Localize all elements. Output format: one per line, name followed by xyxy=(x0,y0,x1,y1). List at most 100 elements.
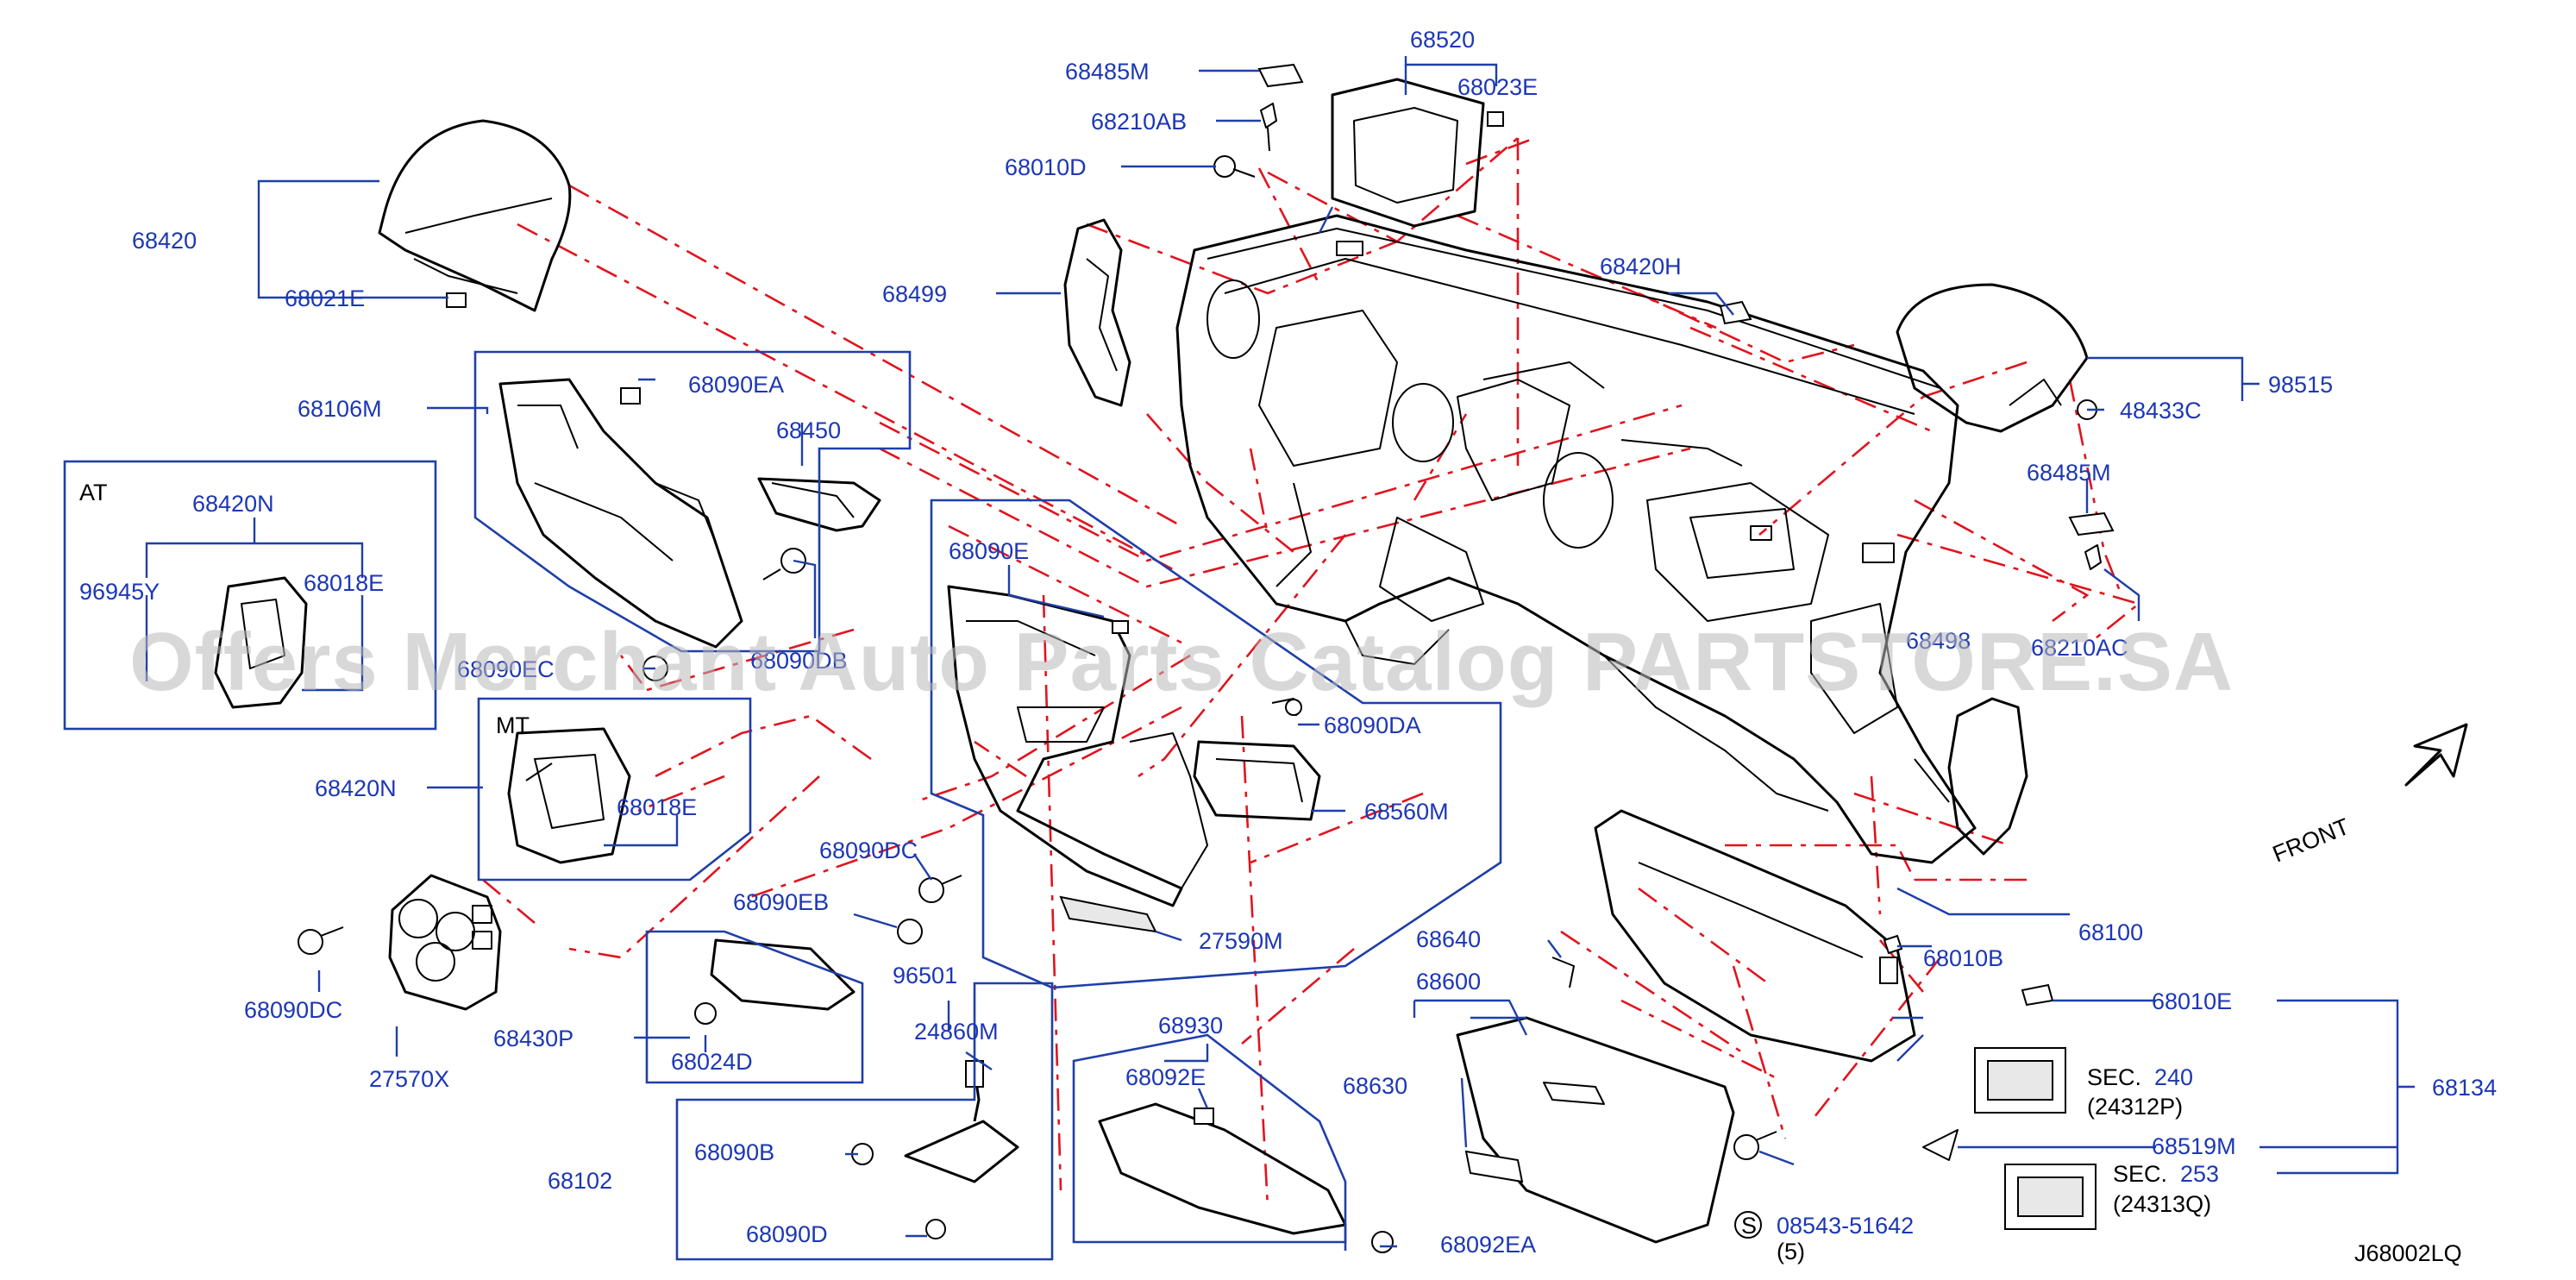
at-finisher xyxy=(214,576,308,709)
glove-box-frame xyxy=(1594,809,1916,1063)
label-68498: 68498 xyxy=(1906,628,1971,654)
group-boxes xyxy=(63,350,1502,1261)
label-68485M-top: 68485M xyxy=(1065,59,1150,85)
lower-cover-68930 xyxy=(1098,1102,1347,1235)
leader-lines xyxy=(145,56,2415,1248)
label-68210AB: 68210AB xyxy=(1091,109,1187,135)
label-68090B: 68090B xyxy=(694,1139,774,1165)
label-68021E: 68021E xyxy=(285,285,365,311)
label-68090D: 68090D xyxy=(746,1221,828,1247)
screw-68210AB xyxy=(1260,103,1277,152)
screw-68090DC-left xyxy=(298,926,344,955)
label-68430P: 68430P xyxy=(493,1026,573,1051)
label-68090E: 68090E xyxy=(949,538,1029,564)
label-at: AT xyxy=(79,480,108,505)
clip-68092EA xyxy=(1371,1231,1394,1253)
label-68600: 68600 xyxy=(1416,969,1481,995)
label-68090EC: 68090EC xyxy=(457,656,555,682)
label-08543: 08543-51642 xyxy=(1777,1213,1914,1239)
glove-box-68600 xyxy=(1456,1016,1735,1244)
label-68010D: 68010D xyxy=(1005,154,1087,180)
label-68018E-mt: 68018E xyxy=(617,794,697,820)
label-68210AC: 68210AC xyxy=(2031,635,2128,661)
label-98515: 98515 xyxy=(2268,372,2333,398)
label-68024D: 68024D xyxy=(671,1049,753,1075)
mt-finisher xyxy=(507,727,631,864)
label-sec240-num: 240 xyxy=(2154,1064,2193,1090)
label-68640: 68640 xyxy=(1416,926,1481,952)
label-sec240-ref: (24312P) xyxy=(2087,1094,2183,1120)
clip-68485M-right xyxy=(2068,511,2115,536)
center-cluster-68520 xyxy=(1331,78,1504,228)
screw-68010D xyxy=(1213,155,1256,178)
label-68420H: 68420H xyxy=(1600,254,1682,279)
lock-68630 xyxy=(1464,1150,1524,1183)
label-27570X: 27570X xyxy=(369,1066,449,1092)
screw-68090D xyxy=(925,1219,946,1239)
label-68485M-right: 68485M xyxy=(2027,460,2111,486)
clip-68010E xyxy=(2021,983,2054,1007)
screw-68210AC xyxy=(2084,544,2102,570)
label-68499: 68499 xyxy=(882,281,947,307)
label-sec253-ref: (24313Q) xyxy=(2113,1191,2211,1217)
sec-240-card xyxy=(1974,1047,2066,1114)
side-cover-98515 xyxy=(1896,283,2089,433)
label-68010E: 68010E xyxy=(2152,988,2232,1014)
clip-68519M xyxy=(1922,1129,1959,1161)
part-labels: 68485M 68210AB 68010D 68520 68023E 68420… xyxy=(79,27,2497,1266)
screw-68024D xyxy=(694,1002,717,1025)
label-68630: 68630 xyxy=(1343,1073,1407,1099)
label-68450: 68450 xyxy=(776,417,841,443)
label-27590M: 27590M xyxy=(1199,928,1283,954)
label-68106M: 68106M xyxy=(298,396,382,422)
connector-27590M xyxy=(1059,895,1157,933)
side-panel-68498 xyxy=(1947,697,2028,856)
label-sec240-prefix: SEC. xyxy=(2087,1064,2141,1090)
label-68520: 68520 xyxy=(1410,27,1475,53)
hinge-68640 xyxy=(1551,957,1575,988)
label-68519M: 68519M xyxy=(2152,1133,2236,1159)
label-68092EA: 68092EA xyxy=(1440,1232,1536,1258)
bracket-96501 xyxy=(904,1120,1019,1183)
switch-cluster-27570X xyxy=(388,874,502,1011)
label-08543-s: S xyxy=(1741,1213,1757,1239)
label-96945Y: 96945Y xyxy=(79,579,160,605)
label-68090DA: 68090DA xyxy=(1324,712,1421,738)
center-panel xyxy=(947,585,1208,907)
label-68100: 68100 xyxy=(2078,919,2143,945)
label-68420N-at: 68420N xyxy=(192,491,274,517)
screw-08543 xyxy=(1733,1131,1777,1160)
instrument-panel-68100 xyxy=(1175,214,1977,864)
label-68420: 68420 xyxy=(132,228,197,254)
front-label: FRONT xyxy=(2269,813,2353,868)
front-arrow-icon xyxy=(2404,723,2468,787)
side-bracket-68499 xyxy=(1063,218,1131,407)
label-68930: 68930 xyxy=(1158,1013,1223,1038)
label-68102: 68102 xyxy=(548,1168,612,1194)
label-24860M: 24860M xyxy=(914,1019,999,1045)
label-68092E: 68092E xyxy=(1125,1064,1206,1090)
label-68090DC-center: 68090DC xyxy=(819,838,918,863)
clip-68090EB xyxy=(897,919,923,944)
screw-68090DC-center xyxy=(918,875,962,903)
label-sec253-num: 253 xyxy=(2180,1161,2219,1187)
lower-panel-68106M xyxy=(498,378,743,649)
label-68018E-at: 68018E xyxy=(304,570,384,596)
label-68134: 68134 xyxy=(2432,1075,2497,1101)
label-48433C: 48433C xyxy=(2120,398,2202,424)
watermark: Offers Merchant Auto Parts Catalog PARTS… xyxy=(129,616,2234,708)
label-68090EB: 68090EB xyxy=(733,889,829,915)
label-68090DC-left: 68090DC xyxy=(244,997,342,1023)
clip-68485M-top xyxy=(1257,63,1304,88)
phantom-lines xyxy=(482,136,2141,1208)
meter-hood-68420 xyxy=(378,119,572,312)
bin-68430P xyxy=(710,938,856,1011)
label-68090EA: 68090EA xyxy=(688,372,784,398)
label-mt: MT xyxy=(496,712,530,738)
label-sec253-prefix: SEC. xyxy=(2113,1161,2167,1187)
diagram-code: J68002LQ xyxy=(2354,1240,2462,1266)
screw-68090DB xyxy=(762,548,806,580)
label-08543-qty: (5) xyxy=(1777,1239,1805,1264)
clip-68010B xyxy=(1883,934,1903,955)
